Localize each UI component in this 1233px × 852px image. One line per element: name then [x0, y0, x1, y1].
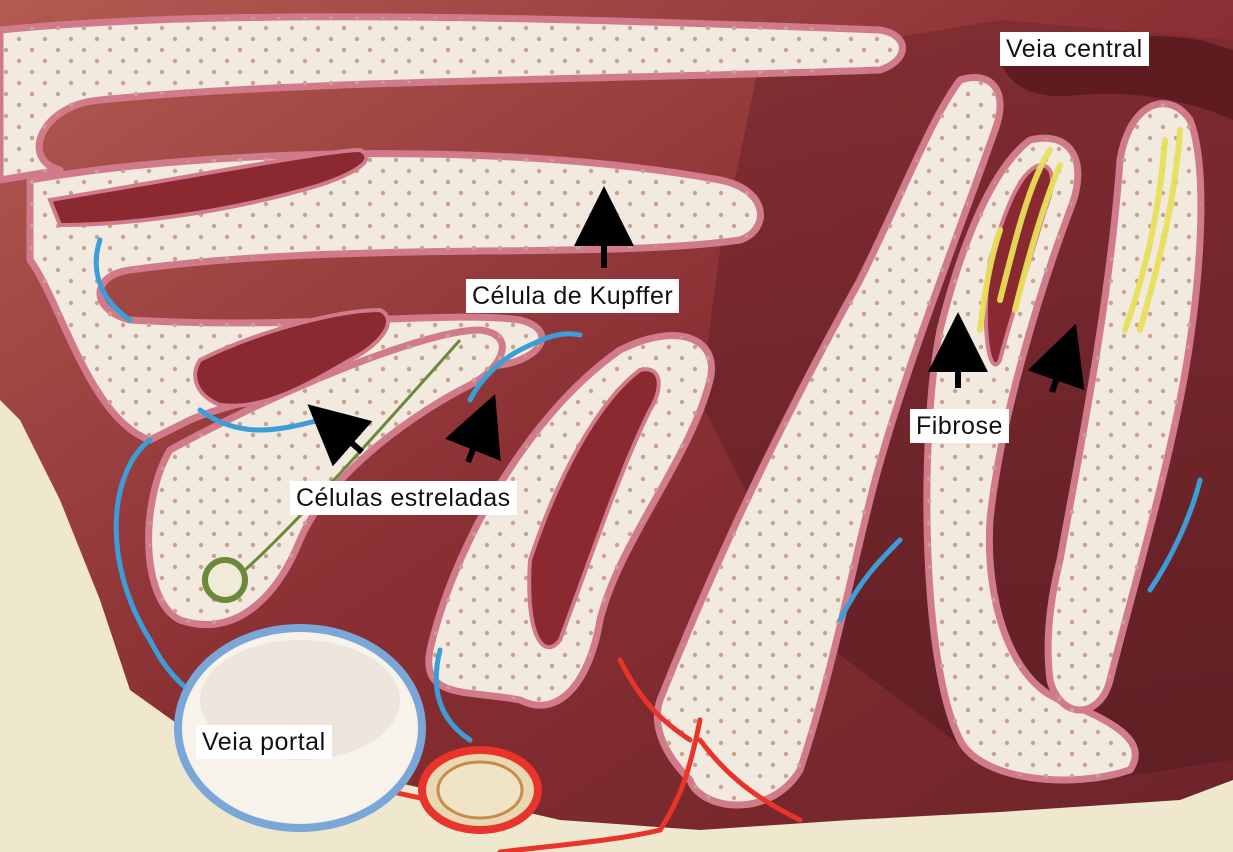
hepatic-artery	[422, 750, 538, 830]
label-fibrosis: Fibrose	[910, 409, 1009, 443]
label-kupffer-cell: Célula de Kupffer	[466, 279, 679, 313]
label-stellate-cells: Células estreladas	[290, 481, 517, 515]
label-central-vein: Veia central	[1000, 32, 1149, 66]
label-portal-vein: Veia portal	[196, 725, 332, 759]
